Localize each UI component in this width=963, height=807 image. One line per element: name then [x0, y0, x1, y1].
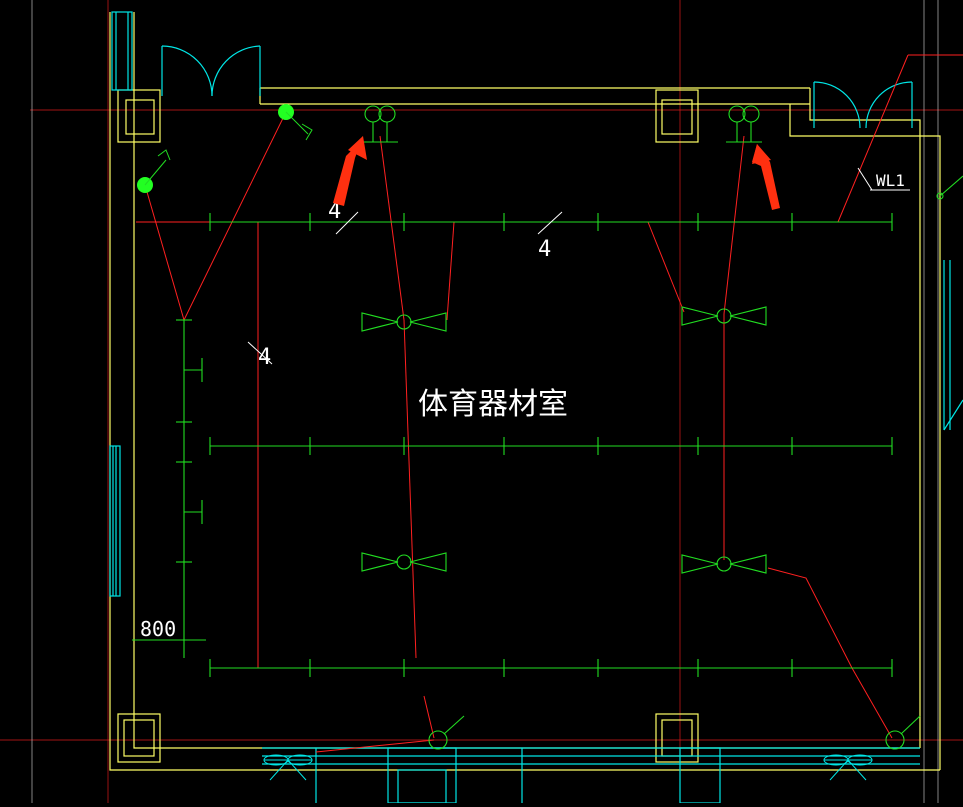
circuit-label: WL1 — [876, 171, 905, 190]
wire-count-label-3: 4 — [258, 345, 271, 370]
bottom-fixtures — [428, 175, 963, 750]
ceiling-fan-icon — [681, 306, 767, 326]
grid-lines — [132, 221, 892, 669]
wire-count-label-2: 4 — [538, 237, 551, 262]
wall-lamp-right — [726, 105, 762, 143]
ceiling-fans — [361, 306, 767, 574]
exterior-lamp-right — [823, 754, 873, 781]
ceiling-fan-icon — [361, 552, 447, 572]
dimension-label: 800 — [140, 617, 176, 641]
ceiling-fan-icon — [681, 554, 767, 574]
exterior-lamp-left — [263, 754, 313, 781]
switch-top — [278, 104, 313, 141]
switch-left — [137, 149, 171, 193]
wall-lamp-left — [362, 105, 398, 143]
ceiling-fan-icon — [361, 312, 447, 332]
wire-count-label-1: 4 — [328, 199, 341, 224]
guide-lines-white — [31, 0, 939, 803]
room-label: 体育器材室 — [418, 387, 568, 422]
wire-slashes — [247, 167, 910, 365]
arrow-right — [752, 144, 780, 210]
grid-ticks — [209, 213, 893, 677]
arrow-left — [333, 136, 367, 206]
